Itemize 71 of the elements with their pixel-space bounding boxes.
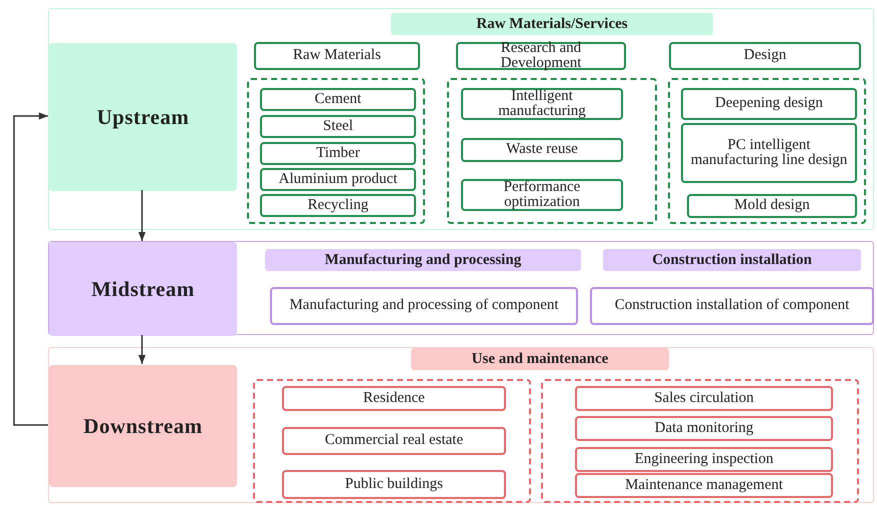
item-label: PC intelligent manufacturing line design bbox=[690, 138, 848, 168]
item-label: Deepening design bbox=[714, 96, 824, 112]
item-label: Steel bbox=[322, 118, 354, 134]
item-box bbox=[575, 386, 833, 411]
stage-band bbox=[48, 8, 874, 230]
item-label: Engineering inspection bbox=[634, 452, 774, 468]
category-header bbox=[391, 13, 713, 35]
category-header bbox=[411, 348, 669, 370]
item-label: Waste reuse bbox=[505, 142, 579, 158]
arrow bbox=[138, 335, 146, 364]
item-label: Recycling bbox=[306, 198, 370, 214]
item-box bbox=[282, 427, 506, 455]
item-label: Timber bbox=[315, 146, 361, 162]
category-header bbox=[265, 249, 581, 271]
item-box bbox=[254, 42, 420, 70]
item-box bbox=[669, 42, 861, 70]
item-label: Residence bbox=[362, 390, 426, 406]
stage-label: Midstream bbox=[91, 276, 195, 302]
item-box bbox=[681, 123, 857, 183]
item-label: Maintenance management bbox=[624, 478, 784, 494]
category-title: Construction installation bbox=[652, 252, 812, 268]
item-box bbox=[575, 416, 833, 441]
item-label: Manufacturing and processing of component bbox=[288, 298, 560, 314]
item-label: Research and Development bbox=[500, 40, 582, 72]
item-label: Design bbox=[742, 48, 788, 64]
stage-label-box bbox=[49, 365, 237, 487]
dashed-group-box bbox=[541, 379, 859, 503]
item-box bbox=[456, 42, 626, 70]
category-title: Use and maintenance bbox=[472, 350, 608, 368]
item-box bbox=[590, 287, 874, 325]
item-box bbox=[575, 447, 833, 472]
item-box bbox=[260, 194, 416, 217]
item-box bbox=[461, 88, 623, 120]
item-label: Public buildings bbox=[344, 476, 444, 492]
item-box bbox=[270, 287, 578, 325]
item-box bbox=[282, 386, 506, 411]
stage-label-box bbox=[49, 242, 237, 336]
item-label: Aluminium product bbox=[278, 172, 398, 188]
item-box bbox=[260, 115, 416, 138]
dashed-group-box bbox=[247, 78, 425, 224]
item-box bbox=[260, 88, 416, 111]
item-label: Data monitoring bbox=[654, 420, 754, 436]
item-box bbox=[681, 88, 857, 120]
stage-label-box bbox=[49, 43, 237, 191]
arrow bbox=[13, 112, 48, 426]
category-header bbox=[603, 249, 861, 271]
item-label: Performance optimization bbox=[502, 180, 582, 210]
item-box bbox=[461, 179, 623, 211]
item-box bbox=[687, 194, 857, 218]
stage-band bbox=[48, 347, 874, 503]
arrow bbox=[138, 190, 146, 241]
stage-label: Upstream bbox=[96, 104, 190, 130]
item-box bbox=[575, 473, 833, 498]
item-box bbox=[260, 142, 416, 165]
stage-label: Downstream bbox=[84, 414, 202, 438]
dashed-group-box bbox=[668, 78, 866, 224]
item-label: Cement bbox=[314, 92, 362, 108]
item-box bbox=[461, 138, 623, 162]
category-title: Raw Materials/Services bbox=[476, 16, 628, 32]
item-label: Raw Materials bbox=[292, 48, 382, 64]
dashed-group-box bbox=[253, 379, 531, 503]
item-label: Commercial real estate bbox=[324, 433, 464, 449]
item-label: Mold design bbox=[733, 198, 811, 214]
category-title: Manufacturing and processing bbox=[324, 252, 522, 268]
item-label: Intelligent manufacturing bbox=[497, 88, 587, 120]
item-box bbox=[282, 470, 506, 499]
stage-band bbox=[48, 241, 874, 335]
item-label: Construction installation of component bbox=[614, 298, 850, 314]
item-label: Sales circulation bbox=[653, 390, 755, 406]
item-box bbox=[260, 168, 416, 191]
dashed-group-box bbox=[447, 78, 657, 224]
